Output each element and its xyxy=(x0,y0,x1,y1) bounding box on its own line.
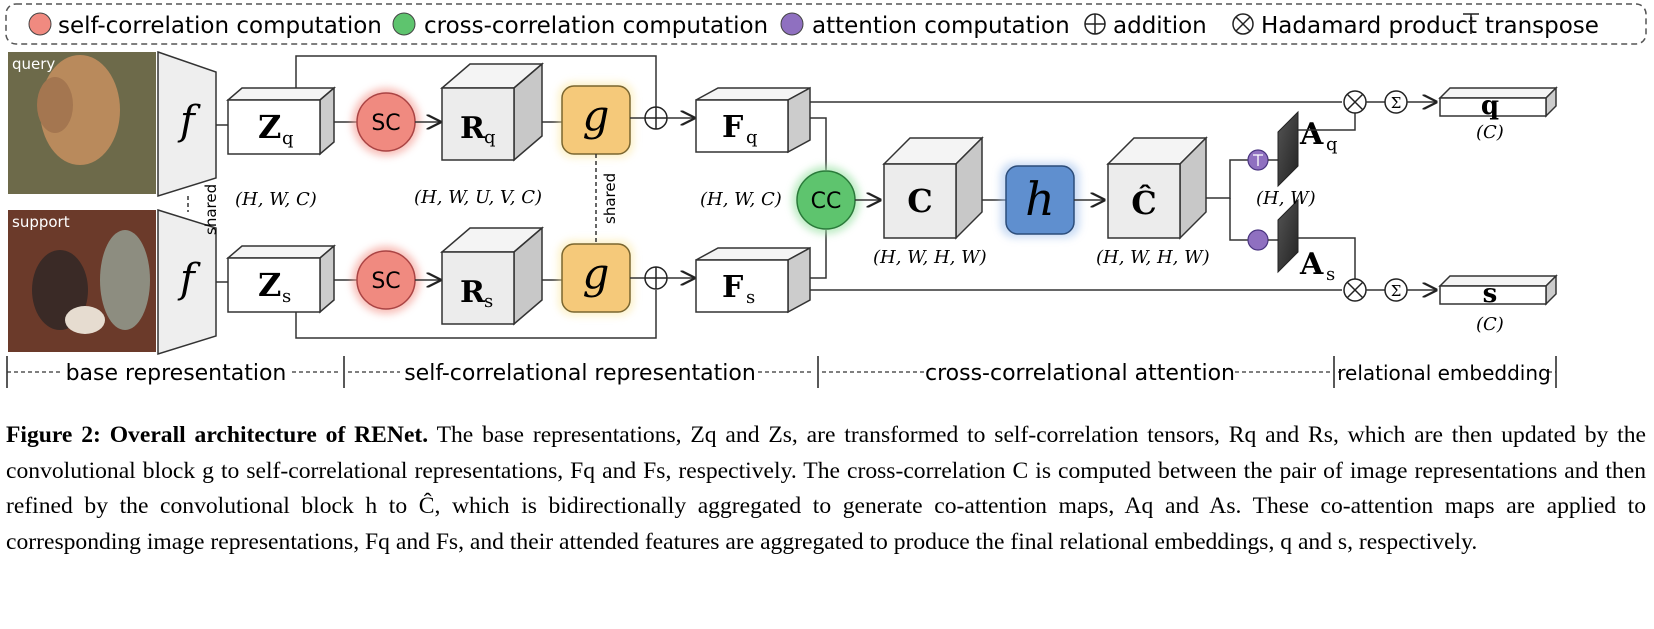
legend-attention: attention computation xyxy=(812,13,1070,39)
svg-text:SC: SC xyxy=(371,269,400,294)
legend-border xyxy=(5,3,1647,45)
self-corr-legend-icon xyxy=(28,12,52,36)
svg-text:SC: SC xyxy=(371,111,400,136)
hadamard-support-icon xyxy=(1343,278,1367,302)
stage-rel: relational embedding xyxy=(1337,361,1551,385)
svg-text:F: F xyxy=(722,110,743,145)
svg-text:q: q xyxy=(746,127,758,148)
caption-text: The base representations, Zq and Zs, are… xyxy=(6,422,1646,555)
f-query-box: F q xyxy=(695,86,811,154)
shared-label-f: shared xyxy=(202,184,220,235)
transpose-legend-icon xyxy=(1463,13,1479,34)
svg-text:g: g xyxy=(583,91,610,140)
shared-label-g: shared xyxy=(601,173,619,224)
a-s-label: A xyxy=(1299,247,1324,282)
c-cube: C xyxy=(882,136,984,240)
svg-text:F: F xyxy=(722,270,743,305)
svg-text:Σ: Σ xyxy=(1391,94,1402,112)
a-dims: (H, W) xyxy=(1256,188,1316,209)
legend-cross-corr: cross-correlation computation xyxy=(424,13,768,39)
svg-text:CC: CC xyxy=(811,189,842,214)
stage-base: base representation xyxy=(66,361,287,386)
r-support-cube: R s xyxy=(439,226,545,326)
query-label: query xyxy=(12,55,55,73)
sum-query-icon: Σ xyxy=(1384,90,1408,114)
query-image xyxy=(8,52,156,194)
q-embedding: q xyxy=(1438,86,1558,121)
z-support-box: Z s xyxy=(225,244,337,314)
r-dims: (H, W, U, V, C) xyxy=(414,187,542,208)
stage-self: self-correlational representation xyxy=(404,361,756,386)
svg-text:R: R xyxy=(460,275,486,310)
caption-label: Figure 2: Overall architecture of RENet. xyxy=(6,422,429,448)
svg-text:s: s xyxy=(746,287,755,308)
legend-self-corr: self-correlation computation xyxy=(58,13,382,39)
legend: self-correlation computation cross-corre… xyxy=(5,3,1647,45)
sc-query-node: SC xyxy=(356,92,416,152)
svg-text:g: g xyxy=(583,249,610,298)
svg-text:s: s xyxy=(484,291,493,312)
c-dims: (H, W, H, W) xyxy=(873,247,987,268)
s-embedding: s xyxy=(1438,274,1558,309)
a-q-label: A xyxy=(1299,117,1324,152)
addition-legend-icon xyxy=(1084,13,1106,35)
legend-hadamard: Hadamard product xyxy=(1261,13,1477,39)
figure-caption: Figure 2: Overall architecture of RENet.… xyxy=(6,418,1646,560)
r-query-cube: R q xyxy=(439,62,545,162)
z-query-box: Z q xyxy=(225,86,337,156)
svg-text:R: R xyxy=(460,111,486,146)
svg-text:q: q xyxy=(282,128,294,149)
backbone-f-query: f xyxy=(157,50,217,198)
stage-cross: cross-correlational attention xyxy=(925,361,1235,386)
legend-addition: addition xyxy=(1113,13,1207,39)
svg-text:q: q xyxy=(1326,134,1338,155)
svg-text:Z: Z xyxy=(258,108,281,146)
support-label: support xyxy=(12,213,70,231)
cc-node: CC xyxy=(796,170,856,230)
h-block: h xyxy=(1005,165,1075,235)
attention-node xyxy=(1247,229,1269,251)
q-dims: (C) xyxy=(1476,122,1504,143)
c-hat-dims: (H, W, H, W) xyxy=(1096,247,1210,268)
f-dims: (H, W, C) xyxy=(700,189,782,210)
svg-text:s: s xyxy=(1483,279,1498,309)
svg-text:q: q xyxy=(1481,91,1499,121)
s-dims: (C) xyxy=(1476,314,1504,335)
c-hat-cube: Ĉ xyxy=(1106,136,1208,240)
add-query-icon xyxy=(644,106,668,130)
svg-text:q: q xyxy=(484,127,496,148)
attention-map-q xyxy=(1277,110,1299,188)
svg-text:C: C xyxy=(907,182,932,220)
stage-bar: base representation self-correlational r… xyxy=(6,356,1557,388)
architecture-diagram: self-correlation computation cross-corre… xyxy=(5,3,1647,388)
legend-transpose: transpose xyxy=(1485,13,1599,39)
z-dims: (H, W, C) xyxy=(235,189,317,210)
transpose-attention-node xyxy=(1247,149,1269,171)
svg-text:Ĉ: Ĉ xyxy=(1131,184,1156,222)
svg-text:s: s xyxy=(1326,264,1335,285)
g-support-block: g xyxy=(561,243,631,313)
backbone-f-support: f xyxy=(157,208,217,356)
hadamard-legend-icon xyxy=(1232,13,1254,35)
svg-text:Z: Z xyxy=(258,266,281,304)
svg-text:h: h xyxy=(1025,172,1055,226)
hadamard-query-icon xyxy=(1343,90,1367,114)
svg-text:Σ: Σ xyxy=(1391,282,1402,300)
sum-support-icon: Σ xyxy=(1384,278,1408,302)
attention-legend-icon xyxy=(780,12,804,36)
f-support-box: F s xyxy=(695,246,811,314)
support-image xyxy=(8,210,156,352)
sc-support-node: SC xyxy=(356,250,416,310)
cross-corr-legend-icon xyxy=(392,12,416,36)
add-support-icon xyxy=(644,266,668,290)
g-query-block: g xyxy=(561,85,631,155)
attention-map-s xyxy=(1277,198,1299,274)
svg-text:s: s xyxy=(282,286,291,307)
